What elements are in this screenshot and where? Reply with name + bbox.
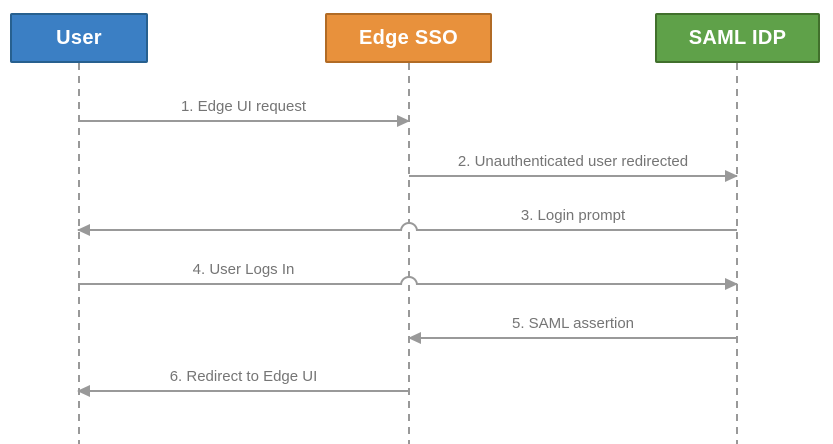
message-5: 5. SAML assertion	[408, 309, 737, 344]
message-2-line	[409, 175, 737, 177]
actor-label-user: User	[56, 26, 102, 49]
lifeline-saml-idp	[736, 63, 738, 444]
message-2: 2. Unauthenticated user redirected	[409, 147, 738, 182]
actor-box-saml-idp: SAML IDP	[655, 13, 820, 63]
message-1-label: 1. Edge UI request	[180, 98, 307, 115]
message-4: 4. User Logs In	[78, 255, 738, 290]
actor-box-edge-sso: Edge SSO	[325, 13, 492, 63]
arrowhead-right-icon	[397, 115, 410, 127]
arrowhead-left-icon	[77, 385, 90, 397]
message-5-line	[409, 337, 737, 339]
message-5-label: 5. SAML assertion	[512, 315, 634, 332]
actor-label-edge-sso: Edge SSO	[358, 26, 459, 49]
message-4-label: 4. User Logs In	[192, 261, 295, 278]
message-2-label: 2. Unauthenticated user redirected	[457, 153, 689, 170]
lifeline-user	[78, 63, 80, 444]
message-3-label: 3. Login prompt	[520, 207, 626, 224]
message-1-line	[78, 120, 409, 122]
lifeline-edge-sso	[408, 63, 410, 444]
actor-label-saml-idp: SAML IDP	[688, 26, 787, 49]
arrowhead-right-icon	[725, 170, 738, 182]
arrowhead-left-icon	[408, 332, 421, 344]
line-hop-icon	[400, 222, 418, 231]
arrowhead-left-icon	[77, 224, 90, 236]
arrowhead-right-icon	[725, 278, 738, 290]
message-6-line	[78, 390, 409, 392]
message-3: 3. Login prompt	[77, 201, 737, 236]
message-6: 6. Redirect to Edge UI	[77, 362, 409, 397]
line-hop-icon	[400, 276, 418, 285]
actor-box-user: User	[10, 13, 148, 63]
message-6-label: 6. Redirect to Edge UI	[169, 368, 318, 385]
message-1: 1. Edge UI request	[78, 92, 410, 127]
